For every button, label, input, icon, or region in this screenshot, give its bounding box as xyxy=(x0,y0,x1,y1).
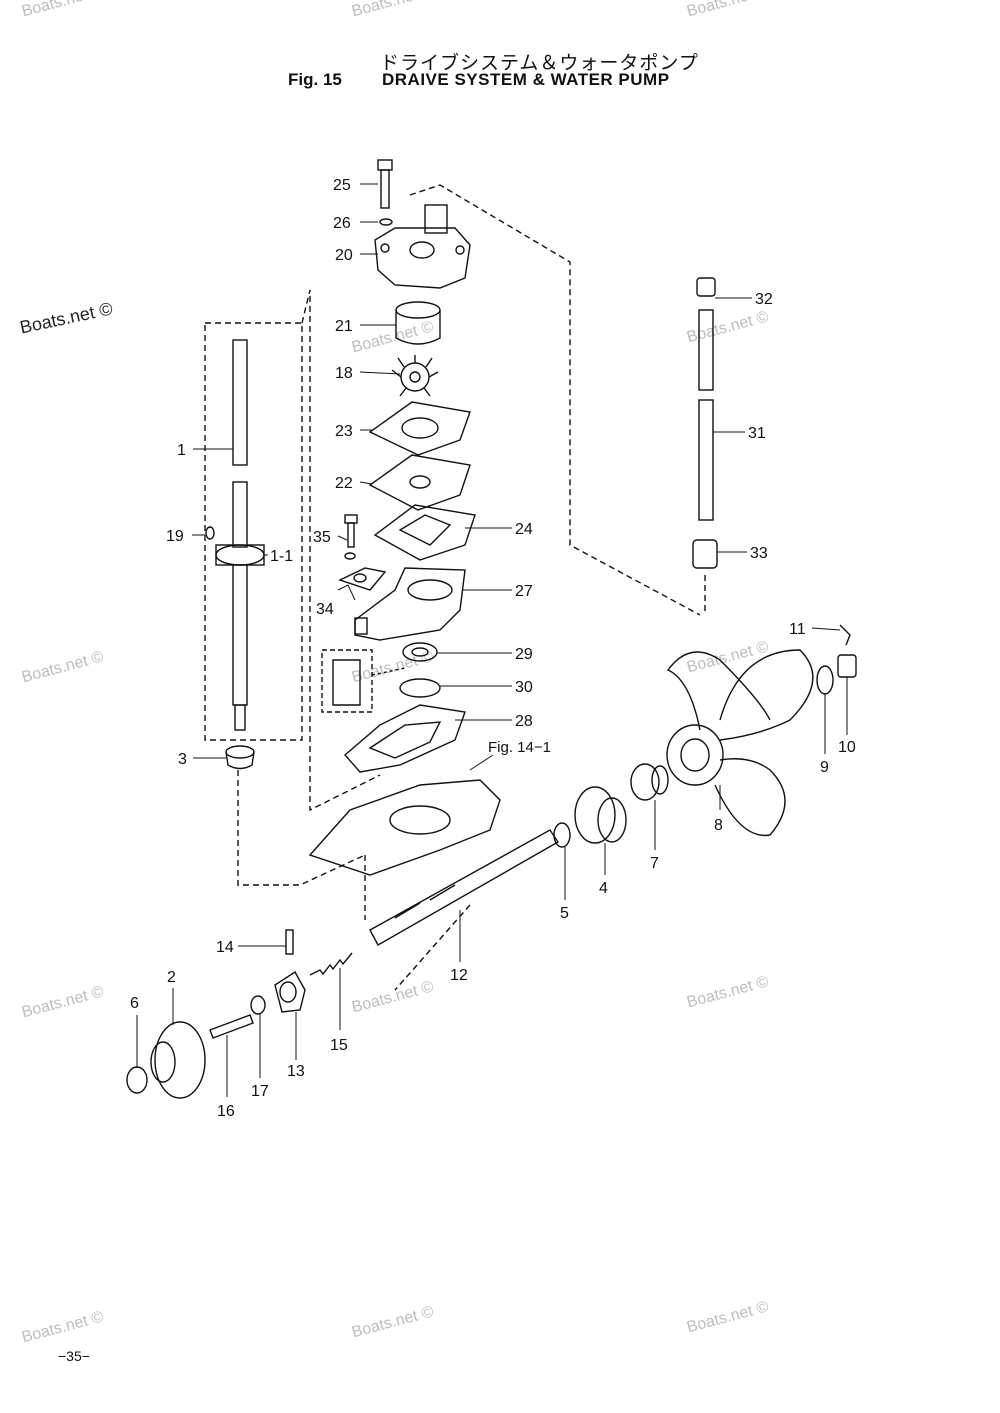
gasket-23 xyxy=(368,401,471,456)
callout-12: 12 xyxy=(450,967,468,984)
o-ring-30 xyxy=(399,678,441,698)
callout-16: 16 xyxy=(217,1103,235,1120)
leader-line xyxy=(237,770,366,886)
pinion-gear-3 xyxy=(225,745,255,770)
bolt-25 xyxy=(377,159,393,209)
seal-kit-part xyxy=(332,659,361,706)
impeller-liner-21 xyxy=(395,301,441,345)
drive-shaft-1 xyxy=(215,339,265,731)
propeller-shaft-12 xyxy=(369,829,559,946)
circlip-5 xyxy=(553,822,571,848)
callout-21: 21 xyxy=(335,318,353,335)
callout-9: 9 xyxy=(820,759,829,776)
callout-19: 19 xyxy=(166,528,184,545)
ring-6 xyxy=(126,1066,148,1094)
callout-35: 35 xyxy=(313,529,331,546)
callout-6: 6 xyxy=(130,995,139,1012)
callout-26: 26 xyxy=(333,215,351,232)
callout-10: 10 xyxy=(838,739,856,756)
pin-14 xyxy=(285,929,294,955)
callout-24: 24 xyxy=(515,521,533,538)
callout-28: 28 xyxy=(515,713,533,730)
callout-33: 33 xyxy=(750,545,768,562)
plate-34 xyxy=(338,567,387,591)
gasket-24 xyxy=(373,504,476,561)
spring-guide-17 xyxy=(250,995,266,1015)
bushing-7 xyxy=(630,763,669,801)
shift-pin-16 xyxy=(209,1014,254,1039)
page-title-japanese: ドライブシステム＆ウォータポンプ xyxy=(380,52,699,74)
leader-line xyxy=(371,667,406,676)
callout-29: 29 xyxy=(515,646,533,663)
driveshaft-group-box xyxy=(204,322,303,741)
callout-2: 2 xyxy=(167,969,176,986)
gasket-28 xyxy=(344,704,466,773)
reverse-gear-2 xyxy=(150,1021,206,1099)
seal-kit-box xyxy=(321,649,373,713)
callout-leaders xyxy=(136,183,848,1097)
callout-7: 7 xyxy=(650,855,659,872)
callout-25: 25 xyxy=(333,177,351,194)
oil-seal-29 xyxy=(402,642,438,662)
page-number: −35− xyxy=(58,1348,90,1364)
leader-line xyxy=(301,289,381,812)
clutch-13 xyxy=(274,971,306,1013)
washer-9 xyxy=(816,665,834,695)
bolt-35 xyxy=(344,514,358,560)
figure-number: Fig. 15 xyxy=(288,70,342,89)
gear-case-plate xyxy=(308,779,501,876)
callout-5: 5 xyxy=(560,905,569,922)
callout-1-1: 1-1 xyxy=(270,548,293,565)
callout-1: 1 xyxy=(177,442,186,459)
callout-34: 34 xyxy=(316,601,334,618)
callout-3: 3 xyxy=(178,751,187,768)
grommet-32 xyxy=(696,277,716,297)
callout-22: 22 xyxy=(335,475,353,492)
water-tube-31-lower xyxy=(698,399,714,521)
reference-figure-label: Fig. 14−1 xyxy=(488,739,551,756)
callout-8: 8 xyxy=(714,817,723,834)
callout-30: 30 xyxy=(515,679,533,696)
callout-31: 31 xyxy=(748,425,766,442)
forward-gear-4 xyxy=(574,786,627,844)
callout-15: 15 xyxy=(330,1037,348,1054)
grommet-33 xyxy=(692,539,718,569)
callout-17: 17 xyxy=(251,1083,269,1100)
callout-13: 13 xyxy=(287,1063,305,1080)
water-tube-31 xyxy=(698,309,714,391)
callout-27: 27 xyxy=(515,583,533,600)
pump-housing-20 xyxy=(374,204,471,289)
propeller-8 xyxy=(666,649,814,837)
pump-case-27 xyxy=(354,567,466,641)
outer-plate-22 xyxy=(368,454,471,511)
nut-10 xyxy=(837,654,857,678)
callout-23: 23 xyxy=(335,423,353,440)
pin-19 xyxy=(205,526,215,540)
callout-14: 14 xyxy=(216,939,234,956)
leader-line xyxy=(394,904,471,991)
callout-11: 11 xyxy=(789,621,806,638)
impeller-18 xyxy=(391,355,439,397)
callout-20: 20 xyxy=(335,247,353,264)
page-title: DRAIVE SYSTEM & WATER PUMP xyxy=(382,70,670,89)
callout-32: 32 xyxy=(755,291,773,308)
washer-26 xyxy=(379,218,393,226)
callout-4: 4 xyxy=(599,880,608,897)
callout-18: 18 xyxy=(335,365,353,382)
leader-line xyxy=(409,184,701,616)
cotter-pin-11 xyxy=(839,624,851,646)
spring-15 xyxy=(309,952,353,976)
